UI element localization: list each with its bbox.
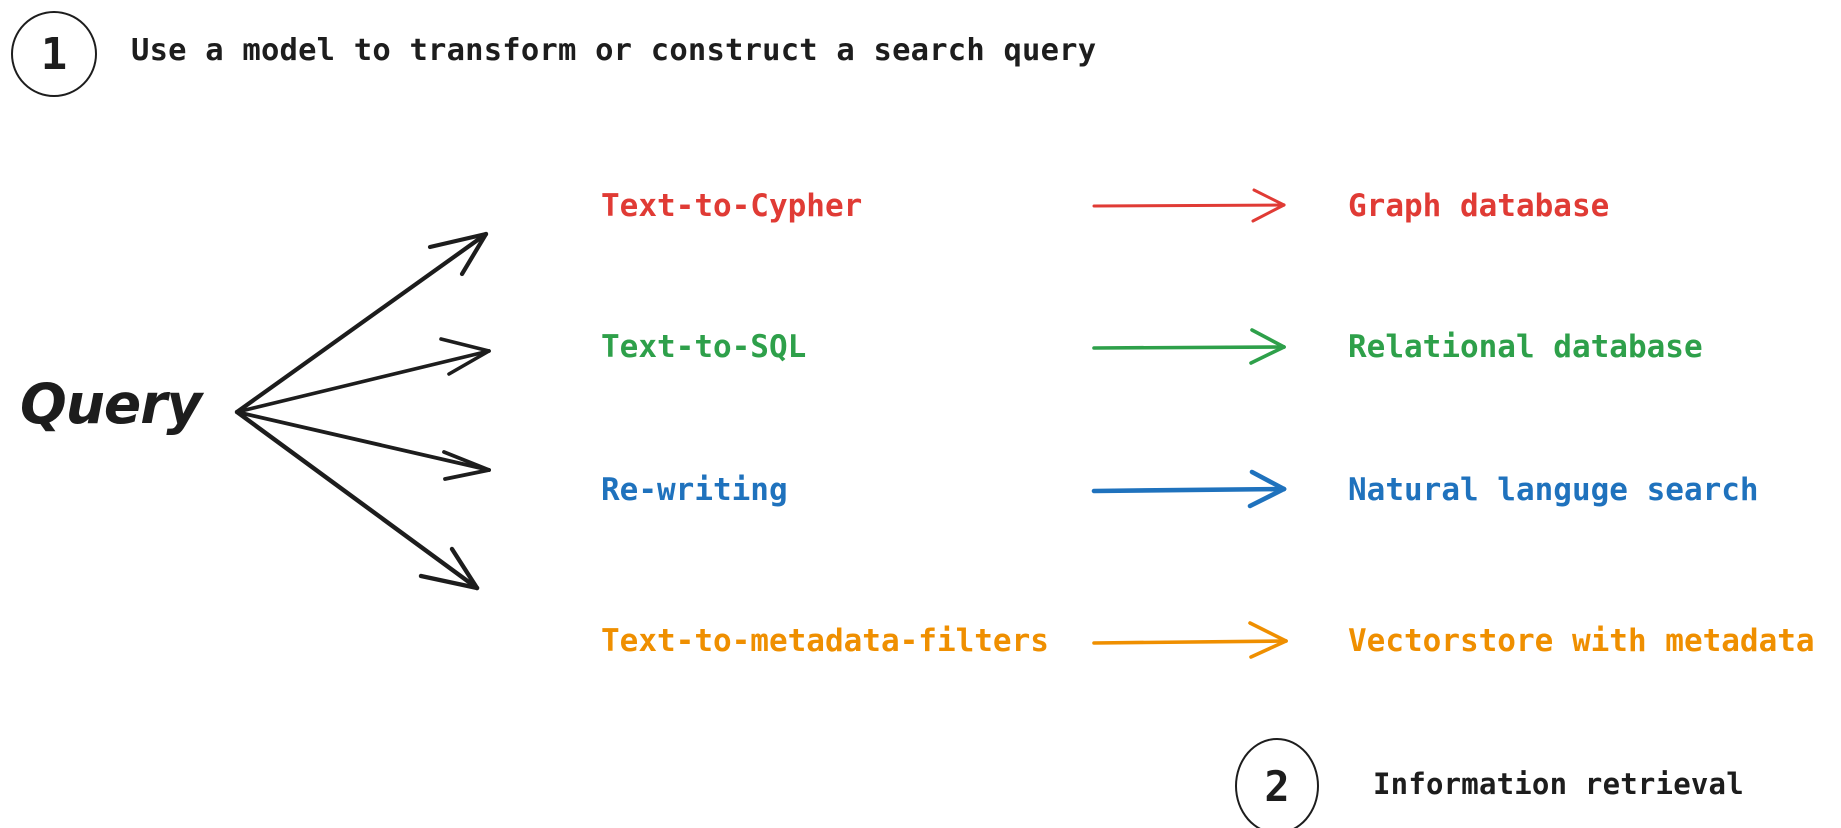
target-label-graph-database: Graph database bbox=[1348, 188, 1610, 224]
target-label-relational-database: Relational database bbox=[1348, 329, 1703, 365]
step-1-number: 1 bbox=[40, 28, 68, 80]
step-2-description: Information retrieval bbox=[1373, 767, 1744, 801]
route-row: Text-to-Cypher Graph database bbox=[0, 182, 1841, 240]
route-arrow-text-to-metadata-filters bbox=[1092, 621, 1288, 659]
target-label-natural-language-search: Natural languge search bbox=[1348, 472, 1759, 508]
step-1-badge: 1 bbox=[11, 11, 97, 97]
route-arrow-re-writing bbox=[1091, 469, 1287, 509]
route-arrow-text-to-sql bbox=[1092, 328, 1286, 365]
route-row: Text-to-SQL Relational database bbox=[0, 323, 1841, 381]
query-label: Query bbox=[20, 372, 202, 436]
step-1-description: Use a model to transform or construct a … bbox=[131, 33, 1097, 68]
method-label-text-to-metadata-filters: Text-to-metadata-filters bbox=[601, 623, 1049, 659]
route-arrow-text-to-cypher bbox=[1092, 188, 1286, 223]
route-row: Re-writing Natural languge search bbox=[0, 466, 1841, 524]
method-label-text-to-sql: Text-to-SQL bbox=[601, 329, 807, 365]
step-2-number: 2 bbox=[1264, 761, 1290, 811]
target-label-vectorstore-with-metadata: Vectorstore with metadata bbox=[1348, 623, 1815, 659]
route-row: Text-to-metadata-filters Vectorstore wit… bbox=[0, 617, 1841, 675]
step-2-badge: 2 bbox=[1235, 738, 1319, 828]
method-label-text-to-cypher: Text-to-Cypher bbox=[601, 188, 863, 224]
method-label-re-writing: Re-writing bbox=[601, 472, 788, 508]
